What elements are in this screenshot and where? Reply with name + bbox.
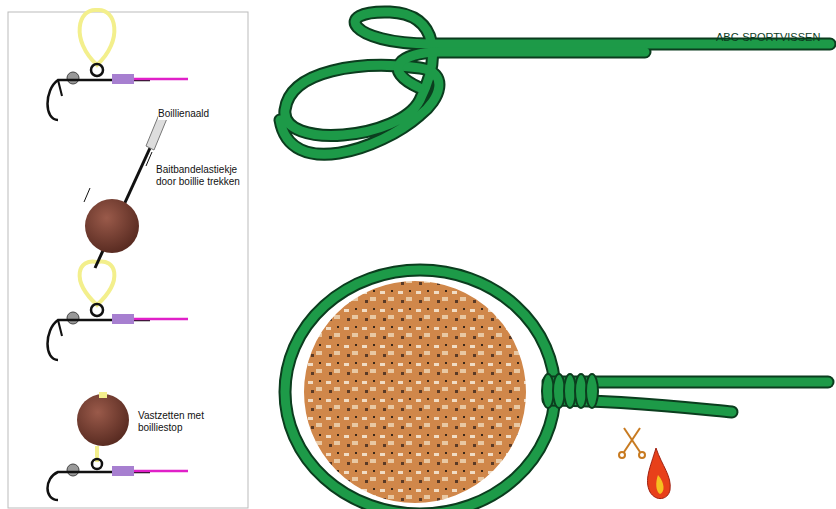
scissors-icon [619,428,645,458]
note: Baitbandelastiekje door boillie trekken [156,164,242,187]
note: Vastzetten met boilliestop [138,410,238,433]
hair-rig [48,392,189,500]
hair-rig [48,10,189,120]
knot [280,12,830,154]
watermark: ABC-SPORTVISSEN [716,31,820,44]
hair-rig [48,262,189,360]
part-label: Boillienaald [158,108,209,120]
boilie [85,199,139,253]
boilie [303,280,527,504]
flame-icon [648,448,671,499]
panel [8,12,248,508]
knot-wraps [542,374,598,408]
